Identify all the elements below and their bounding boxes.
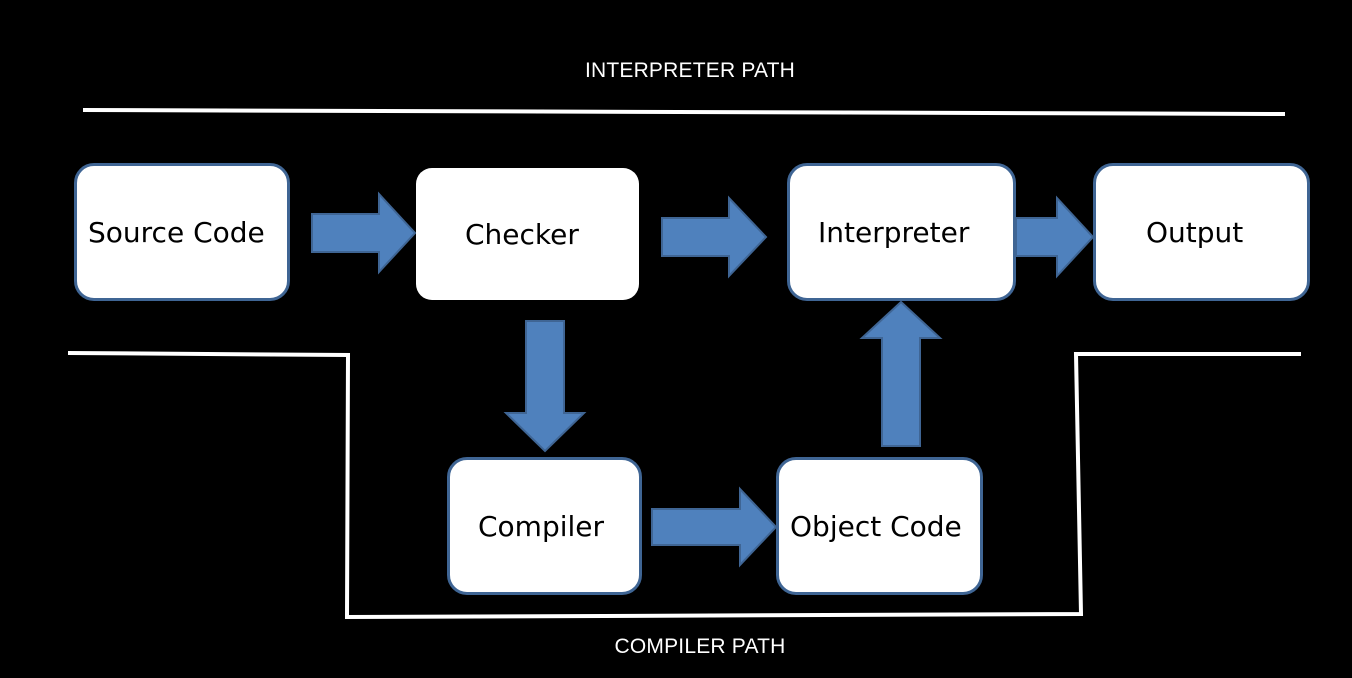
compiler-path-label: COMPILER PATH: [614, 635, 786, 658]
node-interpreter-label: Interpreter: [818, 215, 970, 249]
compiler-path-boundary: [67, 351, 1301, 620]
interpreter-path-label: INTERPRETER PATH: [584, 59, 796, 82]
arrow-object-to-interpreter: [859, 300, 943, 447]
arrow-source-to-checker: [311, 191, 417, 275]
node-output-label: Output: [1146, 215, 1244, 249]
node-compiler-label: Compiler: [478, 509, 605, 543]
arrow-compiler-to-object: [651, 486, 778, 568]
node-output: Output: [1093, 163, 1310, 301]
node-compiler: Compiler: [447, 457, 642, 595]
node-checker-label: Checker: [465, 217, 579, 251]
node-object-code-label: Object Code: [790, 509, 962, 543]
node-object-code: Object Code: [776, 457, 983, 595]
node-checker: Checker: [416, 168, 639, 300]
node-interpreter: Interpreter: [787, 163, 1016, 301]
node-source-code-label: Source Code: [88, 215, 265, 249]
node-source-code: Source Code: [74, 163, 290, 301]
interpreter-path-divider: [82, 108, 1286, 116]
arrow-checker-to-interpreter: [661, 195, 768, 279]
arrow-interpreter-to-output: [1015, 195, 1095, 279]
arrow-checker-to-compiler: [503, 320, 587, 453]
